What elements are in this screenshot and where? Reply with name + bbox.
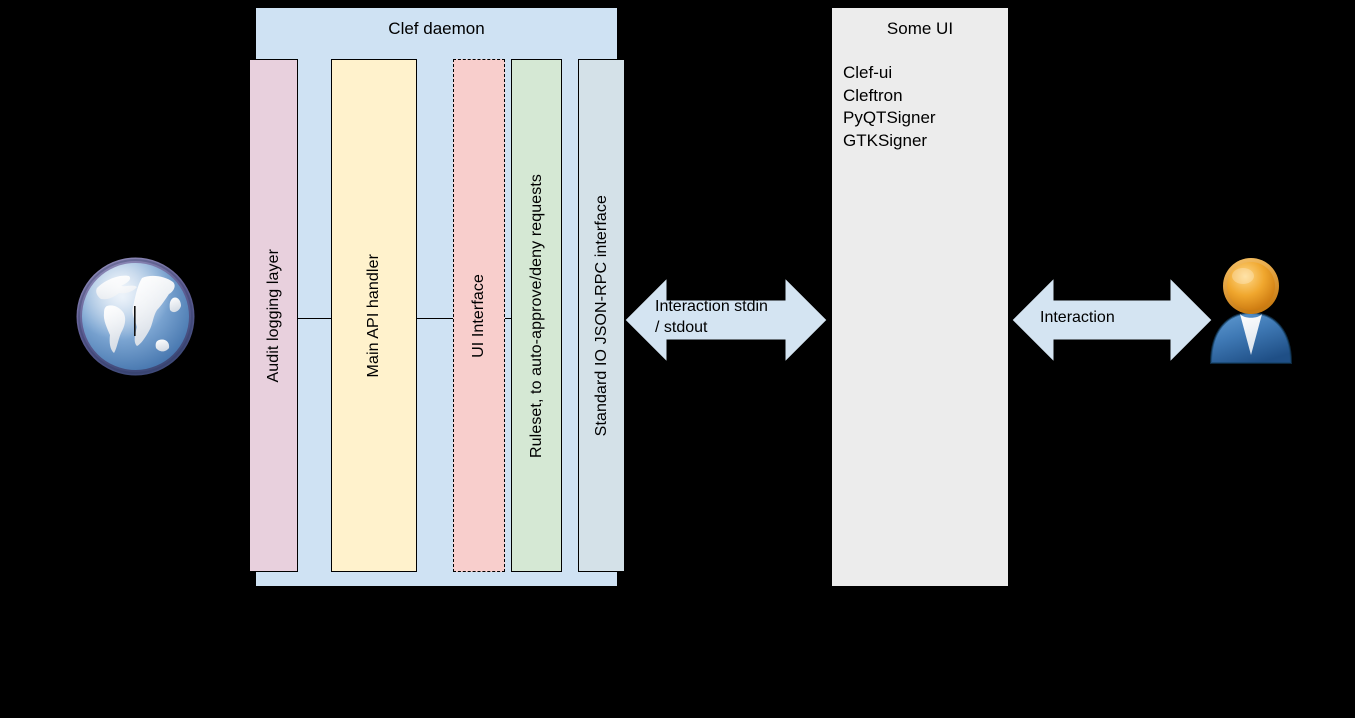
list-item[interactable]: PyQTSigner (843, 108, 936, 127)
component-label: Standard IO JSON-RPC interface (592, 194, 610, 437)
clef-daemon-container (256, 8, 617, 586)
some-ui-title: Some UI (886, 19, 954, 38)
component-label: Main API handler (365, 253, 382, 378)
some-ui-list: Clef-ui Cleftron PyQTSigner GTKSigner (843, 62, 936, 152)
clef-daemon-title: Clef daemon (388, 19, 485, 38)
arrow-daemon-to-ui-label: Interaction stdin / stdout (655, 298, 768, 336)
list-item[interactable]: Clef-ui (843, 63, 893, 82)
component-main-api-handler[interactable]: Main API handler (331, 59, 417, 572)
component-ui-interface[interactable]: UI Interface (453, 59, 505, 572)
list-item[interactable]: Cleftron (843, 85, 903, 105)
component-standard-io-json-rpc-interface[interactable]: Standard IO JSON-RPC interface (578, 59, 625, 572)
some-ui-panel: Some UI Clef-ui Cleftron PyQTSigner GTKS… (832, 8, 1008, 586)
component-label: UI Interface (470, 273, 487, 358)
component-audit-logging-layer[interactable]: Audit logging layer (249, 59, 298, 572)
list-item[interactable]: GTKSigner (843, 130, 928, 150)
globe-icon (73, 254, 198, 379)
component-ruleset[interactable]: Ruleset, to auto-approve/deny requests (511, 59, 562, 572)
user-icon (1207, 255, 1295, 365)
arrow-ui-to-user-label: Interaction (1040, 309, 1115, 326)
component-label: Ruleset, to auto-approve/deny requests (527, 173, 545, 458)
component-label: Audit logging layer (264, 248, 282, 383)
